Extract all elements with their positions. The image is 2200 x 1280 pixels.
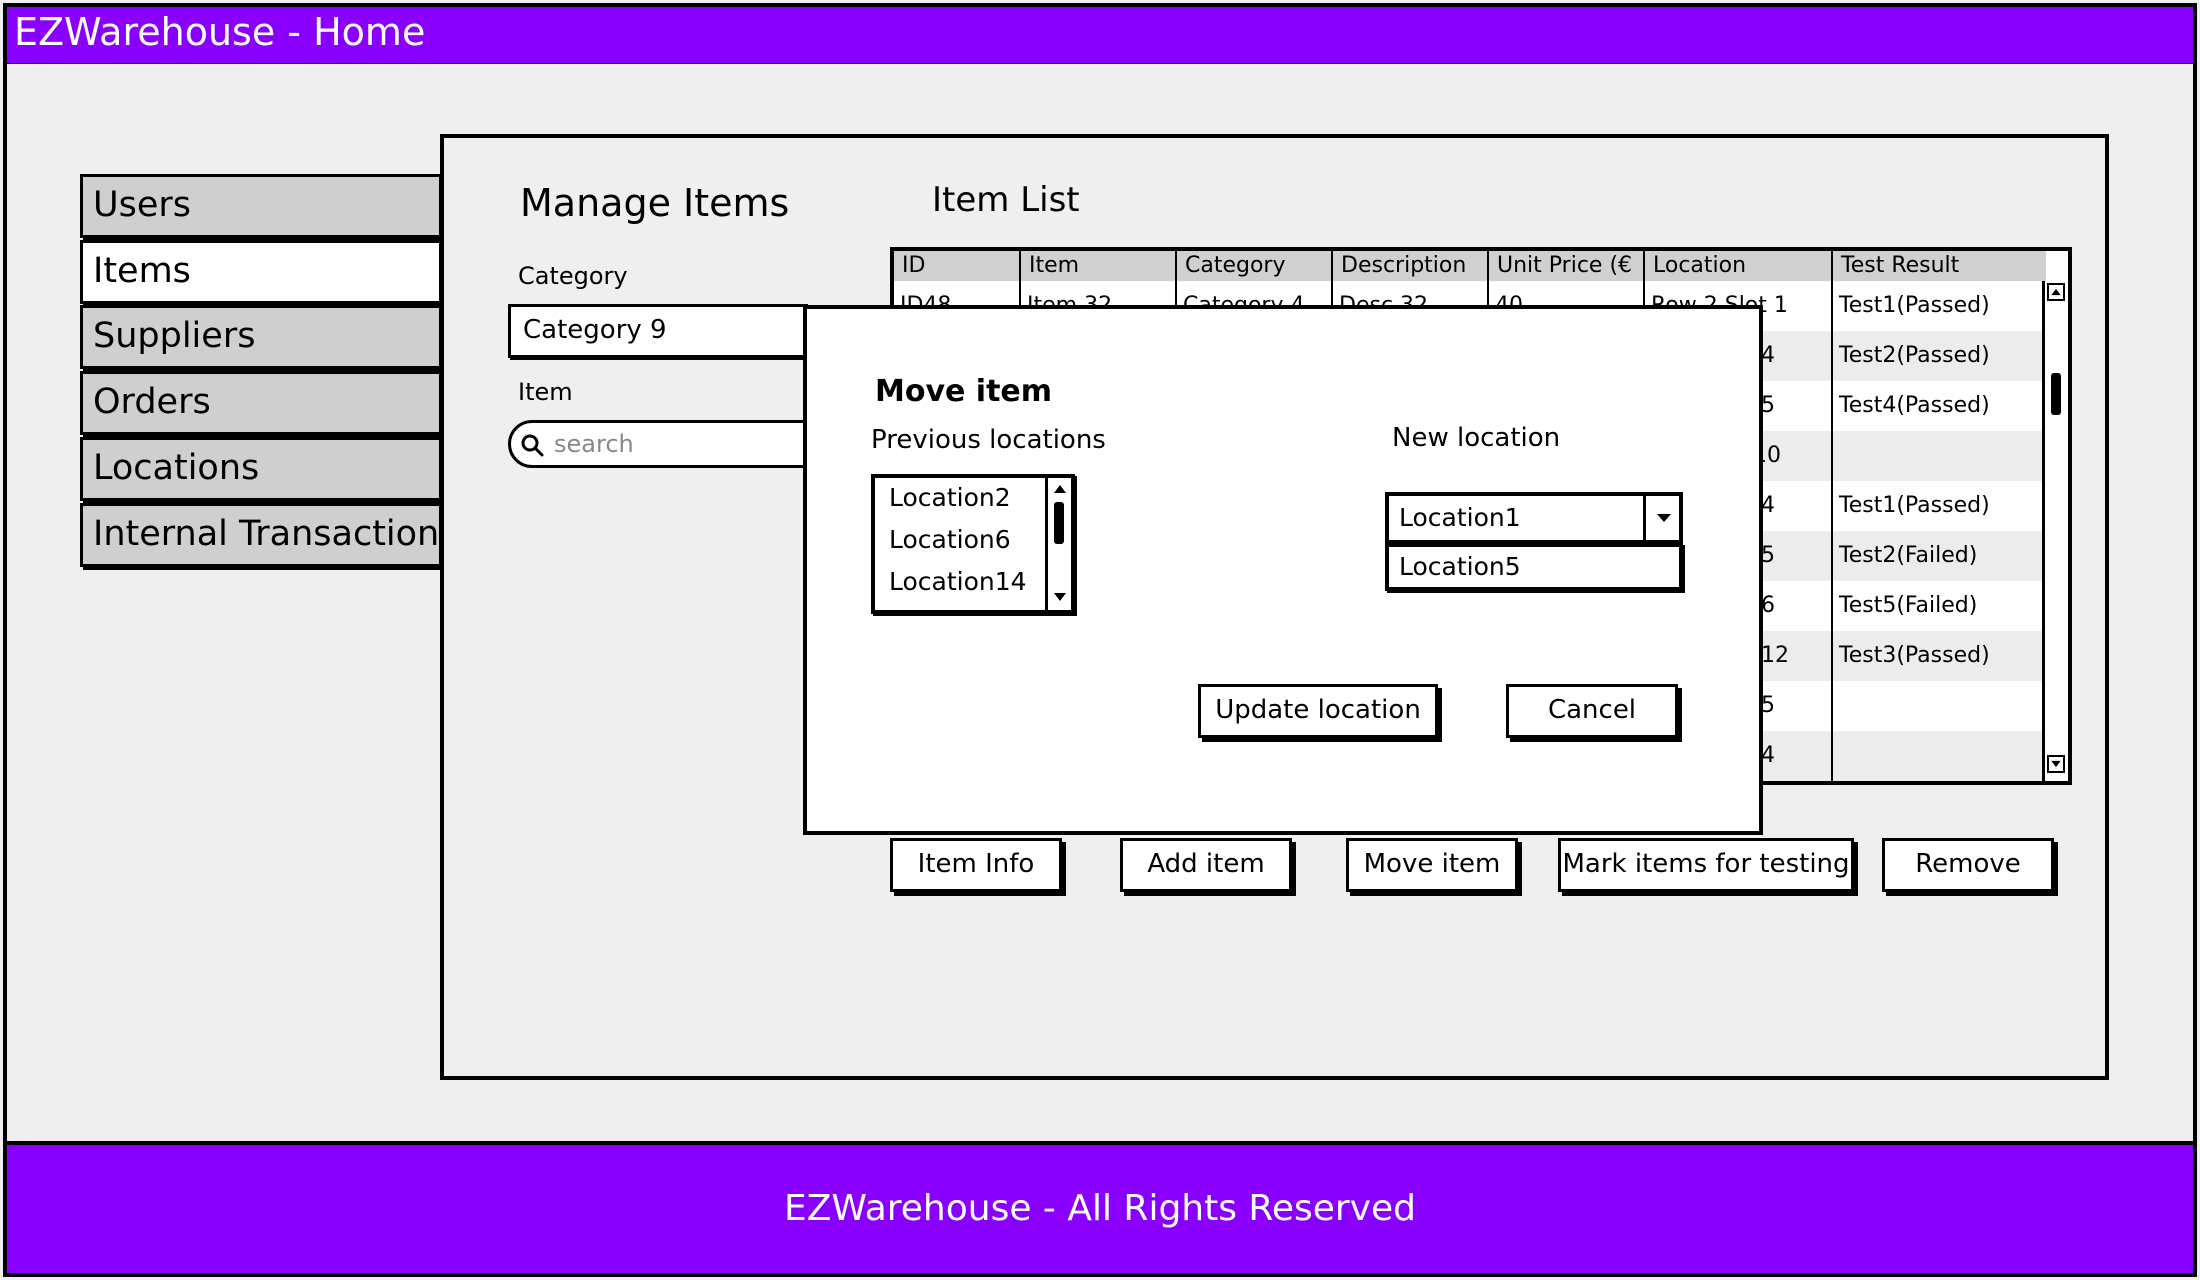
footer-text: EZWarehouse - All Rights Reserved [784, 1188, 1416, 1229]
column-header-test-result[interactable]: Test Result [1833, 251, 2046, 281]
search-icon [521, 434, 544, 457]
add-item-button[interactable]: Add item [1120, 838, 1292, 892]
cell-test-result: Test2(Passed) [1839, 343, 1990, 368]
sidebar-item-internal-transactions[interactable]: Internal Transactions [80, 503, 457, 567]
sidebar-item-locations[interactable]: Locations [80, 437, 442, 501]
chevron-down-icon [1657, 514, 1671, 522]
cell-test-result: Test4(Passed) [1839, 393, 1990, 418]
cell-test-result: Test1(Passed) [1839, 493, 1990, 518]
cell-test-result: Test1(Passed) [1839, 293, 1990, 318]
modal-title: Move item [875, 374, 1053, 409]
list-item[interactable]: Location14 [889, 567, 1027, 596]
cell-test-result: Test3(Passed) [1839, 643, 1990, 668]
item-label: Item [518, 378, 573, 406]
column-divider [1831, 251, 1833, 781]
cell-test-result: Test2(Failed) [1839, 543, 1978, 568]
dropdown-button[interactable] [1643, 496, 1679, 540]
scrollbar-thumb[interactable] [2051, 373, 2061, 415]
page-title: Manage Items [520, 181, 790, 225]
category-select[interactable]: Category 9 [508, 304, 808, 358]
column-header-description[interactable]: Description [1333, 251, 1489, 281]
table-row[interactable]: : 4 Test1(Passed) [894, 481, 2046, 531]
column-header-unit-price[interactable]: Unit Price (€ [1489, 251, 1645, 281]
column-header-id[interactable]: ID [894, 251, 1021, 281]
mark-items-testing-button[interactable]: Mark items for testing [1558, 838, 1854, 892]
app-footer: EZWarehouse - All Rights Reserved [3, 1141, 2197, 1277]
scroll-up-icon[interactable] [2047, 283, 2065, 301]
dropdown-option[interactable]: Location5 [1385, 543, 1683, 591]
table-scrollbar[interactable] [2042, 281, 2068, 781]
table-row[interactable]: : 6 Test5(Failed) [894, 581, 2046, 631]
list-item[interactable]: Location6 [889, 525, 1011, 554]
scroll-down-icon[interactable] [1051, 588, 1069, 606]
move-item-button[interactable]: Move item [1346, 838, 1518, 892]
dropdown-option-label: Location5 [1399, 552, 1521, 581]
remove-button[interactable]: Remove [1882, 838, 2054, 892]
scroll-up-icon[interactable] [1051, 480, 1069, 498]
column-header-category[interactable]: Category [1177, 251, 1333, 281]
previous-locations-label: Previous locations [871, 425, 1106, 455]
new-location-selected: Location1 [1399, 503, 1521, 532]
category-label: Category [518, 262, 628, 290]
scroll-down-icon[interactable] [2047, 755, 2065, 773]
new-location-select[interactable]: Location1 [1385, 492, 1683, 544]
sidebar-item-items[interactable]: Items [80, 240, 442, 304]
search-input[interactable] [552, 426, 792, 462]
scrollbar-thumb[interactable] [1054, 502, 1064, 544]
cancel-button[interactable]: Cancel [1506, 684, 1678, 738]
sidebar-item-orders[interactable]: Orders [80, 371, 442, 435]
column-header-location[interactable]: Location [1645, 251, 1833, 281]
list-scrollbar[interactable] [1045, 478, 1071, 610]
list-item[interactable]: Location2 [889, 483, 1011, 512]
app-title: EZWarehouse - Home [14, 10, 426, 54]
new-location-label: New location [1392, 423, 1561, 453]
sidebar-item-suppliers[interactable]: Suppliers [80, 305, 442, 369]
update-location-button[interactable]: Update location [1198, 684, 1438, 738]
cell-test-result: Test5(Failed) [1839, 593, 1978, 618]
sidebar-item-users[interactable]: Users [80, 174, 442, 238]
previous-locations-list[interactable]: Location2 Location6 Location14 [871, 474, 1075, 614]
item-list-title: Item List [932, 180, 1080, 220]
column-header-item[interactable]: Item [1021, 251, 1177, 281]
item-info-button[interactable]: Item Info [890, 838, 1062, 892]
